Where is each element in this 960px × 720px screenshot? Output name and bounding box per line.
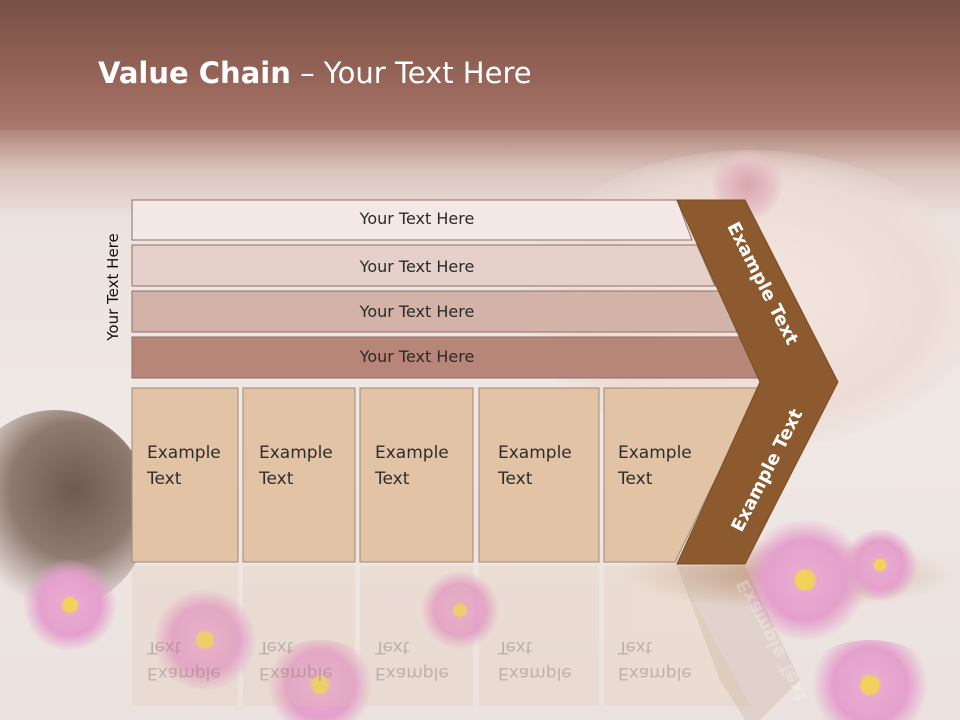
flower-decoration xyxy=(150,590,260,690)
cell-2-reflection-text: Example Text xyxy=(259,634,333,686)
cell-5-line2: Text xyxy=(618,469,653,489)
flower-decoration xyxy=(840,530,920,600)
cell-3 xyxy=(359,387,474,563)
reflection-line2: Text xyxy=(498,637,533,657)
slide-title: Value Chain – Your Text Here xyxy=(98,56,532,90)
cell-3-line2: Text xyxy=(375,469,410,489)
bar-1-label: Your Text Here xyxy=(359,209,475,228)
title-ribbon xyxy=(0,0,960,130)
bar-3-label: Your Text Here xyxy=(359,302,475,321)
flower-decoration xyxy=(800,640,940,720)
reflection-line1: Example xyxy=(259,663,333,683)
flower-decoration xyxy=(260,640,380,720)
reflection-line2: Text xyxy=(259,637,294,657)
cell-5 xyxy=(603,387,761,563)
cells-reflection xyxy=(132,566,750,706)
cell-1-line1: Example xyxy=(147,443,221,463)
cell-3-reflection-text: Example Text xyxy=(375,634,449,686)
cell-2 xyxy=(242,387,356,563)
title-bold: Value Chain xyxy=(98,56,291,90)
reflection-line1: Example xyxy=(375,663,449,683)
chevron-arrow-reflection xyxy=(677,566,800,720)
chevron-arrow xyxy=(676,199,839,565)
cell-1 xyxy=(131,387,239,563)
cell-2-line2: Text xyxy=(259,469,294,489)
cell-3-line1: Example xyxy=(375,443,449,463)
title-rest: – Your Text Here xyxy=(290,56,532,90)
bar-1 xyxy=(131,199,693,241)
cell-5-reflection-text: Example Text xyxy=(618,634,692,686)
cell-2-line1: Example xyxy=(259,443,333,463)
flower-decoration xyxy=(420,570,500,650)
cell-1-line2: Text xyxy=(147,469,182,489)
reflection-line1: Example xyxy=(147,663,221,683)
flower-decoration xyxy=(20,560,120,650)
bar-2-label: Your Text Here xyxy=(359,257,475,276)
cell-4-line1: Example xyxy=(498,443,572,463)
reflection-line2: Text xyxy=(618,637,653,657)
reflection-line2: Text xyxy=(147,637,182,657)
bar-4-label: Your Text Here xyxy=(359,347,475,366)
cell-4 xyxy=(478,387,600,563)
reflection-line2: Text xyxy=(375,637,410,657)
bar-2 xyxy=(131,244,716,287)
cell-4-line2: Text xyxy=(498,469,533,489)
cell-4-reflection-text: Example Text xyxy=(498,634,572,686)
cell-5-line1: Example xyxy=(618,443,692,463)
reflection-line1: Example xyxy=(498,663,572,683)
cell-1-reflection-text: Example Text xyxy=(147,634,221,686)
reflection-line1: Example xyxy=(618,663,692,683)
